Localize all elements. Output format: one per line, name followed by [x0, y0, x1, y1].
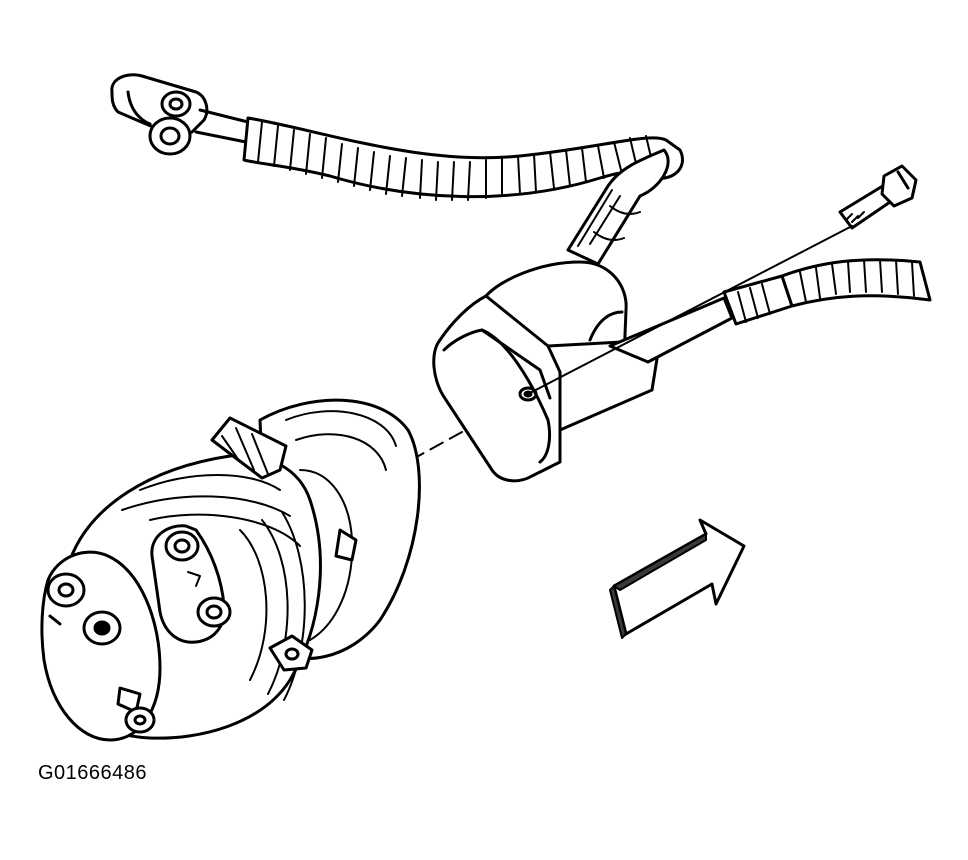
manifold-block: [432, 260, 662, 483]
compressor-port-plate: [150, 524, 232, 644]
ac-compressor: [40, 398, 421, 742]
discharge-hose: [608, 258, 932, 364]
mounting-bolt: [838, 164, 918, 230]
compressor-front-face: [40, 550, 162, 742]
suction-hose: [110, 73, 684, 266]
figure-id-label: G01666486: [38, 762, 148, 784]
direction-arrow-icon: [609, 518, 746, 639]
suction-hose-end-fitting: [110, 73, 209, 156]
compressor-top-bracket: [210, 416, 288, 480]
